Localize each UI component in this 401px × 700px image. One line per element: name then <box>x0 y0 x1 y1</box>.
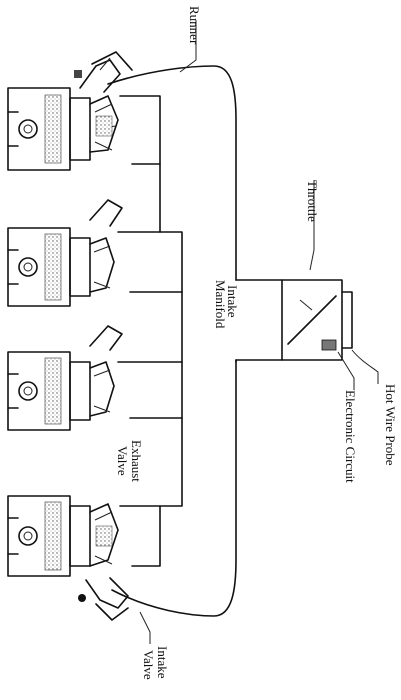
intake-manifold <box>108 66 352 616</box>
label-exhaust-valve-line1: Exhaust <box>129 440 144 482</box>
cylinder-3 <box>8 352 114 430</box>
label-runner: Runner <box>187 6 202 45</box>
label-intake-manifold-line2: Manifold <box>213 280 228 329</box>
label-electronic-circuit: Electronic Circuit <box>343 390 358 483</box>
cylinder-2 <box>8 228 114 306</box>
cylinder-1 <box>8 88 118 170</box>
label-intake-valve-line1: Intake <box>155 646 170 679</box>
cylinder-4 <box>8 496 118 576</box>
label-intake-valve-line2: Valve <box>141 650 156 680</box>
label-exhaust-valve-line2: Valve <box>115 446 130 476</box>
label-hot-wire-probe: Hot Wire Probe <box>383 384 398 466</box>
label-throttle: Throttle <box>305 180 320 222</box>
